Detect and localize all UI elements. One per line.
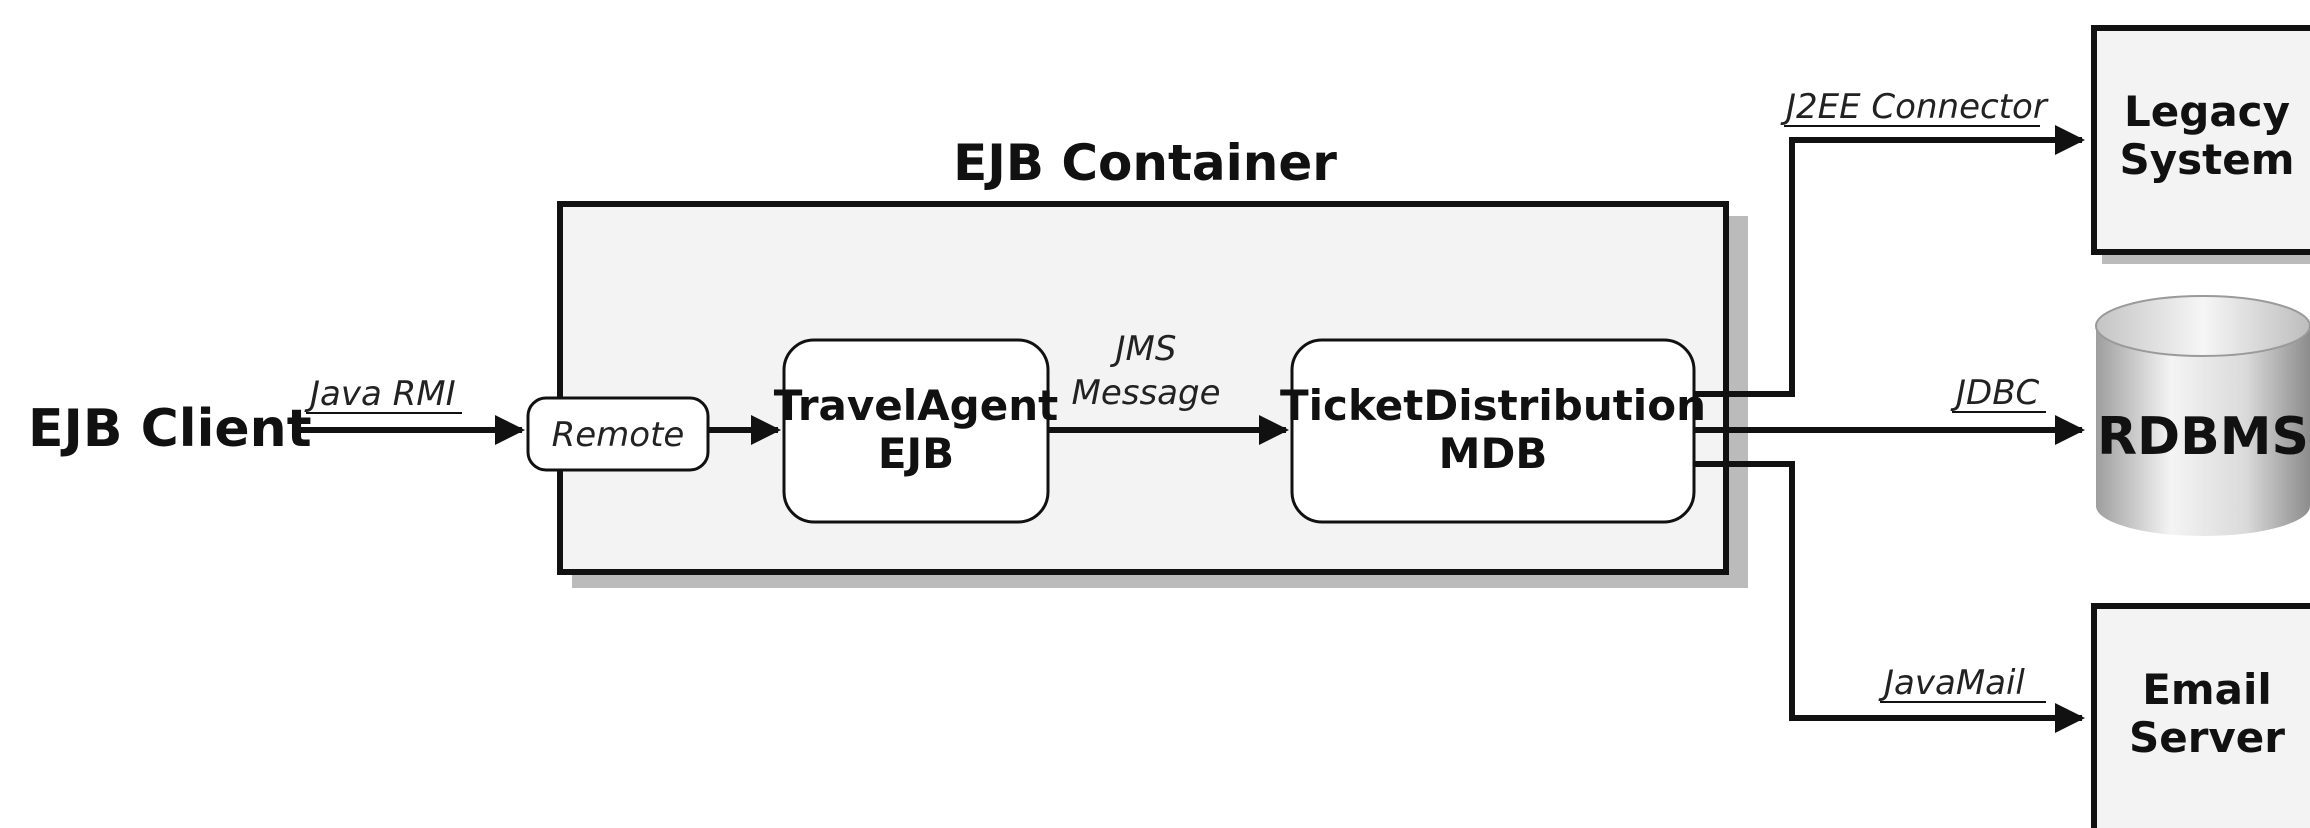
message-label: Message: [1071, 373, 1220, 413]
java-rmi-label: Java RMI: [304, 374, 456, 414]
travelagent-ejb-label-line1: TravelAgent: [774, 381, 1058, 430]
legacy-system-label-line1: Legacy: [2124, 87, 2290, 136]
ticketdistribution-mdb-label-line2: MDB: [1439, 429, 1548, 478]
jdbc-label: JDBC: [1950, 373, 2040, 413]
rdbms-label: RDBMS: [2097, 407, 2309, 467]
javamail-label: JavaMail: [1878, 663, 2025, 703]
email-server-label-line2: Server: [2129, 713, 2285, 762]
email-server-box: [2091, 603, 2310, 828]
ejb-client-label: EJB Client: [28, 399, 312, 459]
j2ee-connector-label: J2EE Connector: [1780, 87, 2049, 127]
rdbms-database-icon: [2095, 295, 2310, 536]
container-title: EJB Container: [953, 134, 1337, 192]
jms-label: JMS: [1110, 329, 1177, 369]
legacy-system-label-line2: System: [2120, 135, 2295, 184]
ticketdistribution-mdb-label-line1: TicketDistribution: [1280, 381, 1706, 430]
j2ee-connector-arrow: [1694, 125, 2085, 397]
email-server-label-line1: Email: [2142, 665, 2272, 714]
remote-interface-label: Remote: [552, 415, 685, 455]
legacy-system-box: [2091, 25, 2310, 255]
remote-interface-box: [526, 396, 710, 472]
javamail-arrow: [1694, 461, 2085, 733]
travelagent-ejb-label-line2: EJB: [878, 429, 954, 478]
